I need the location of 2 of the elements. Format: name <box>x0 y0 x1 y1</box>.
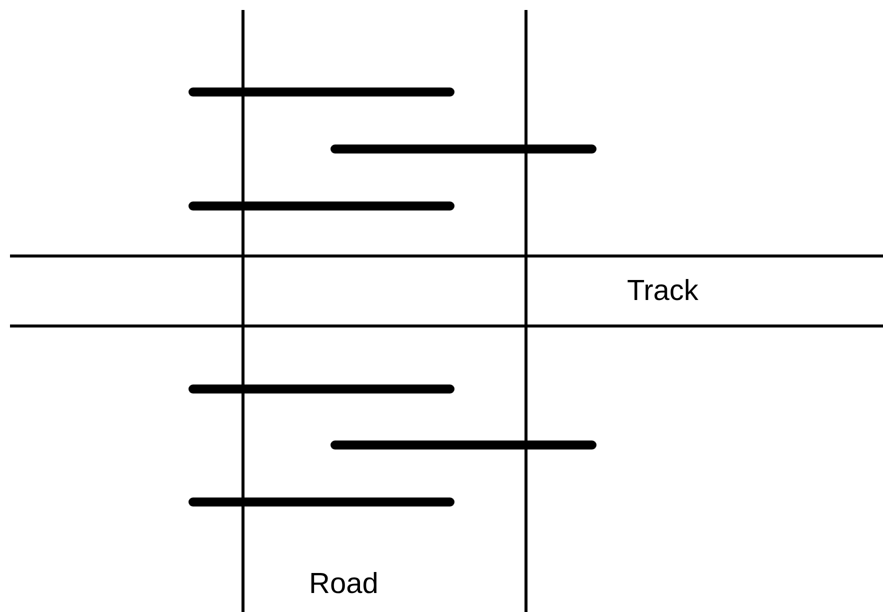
road-label: Road <box>309 570 378 599</box>
track-label: Track <box>627 277 698 306</box>
